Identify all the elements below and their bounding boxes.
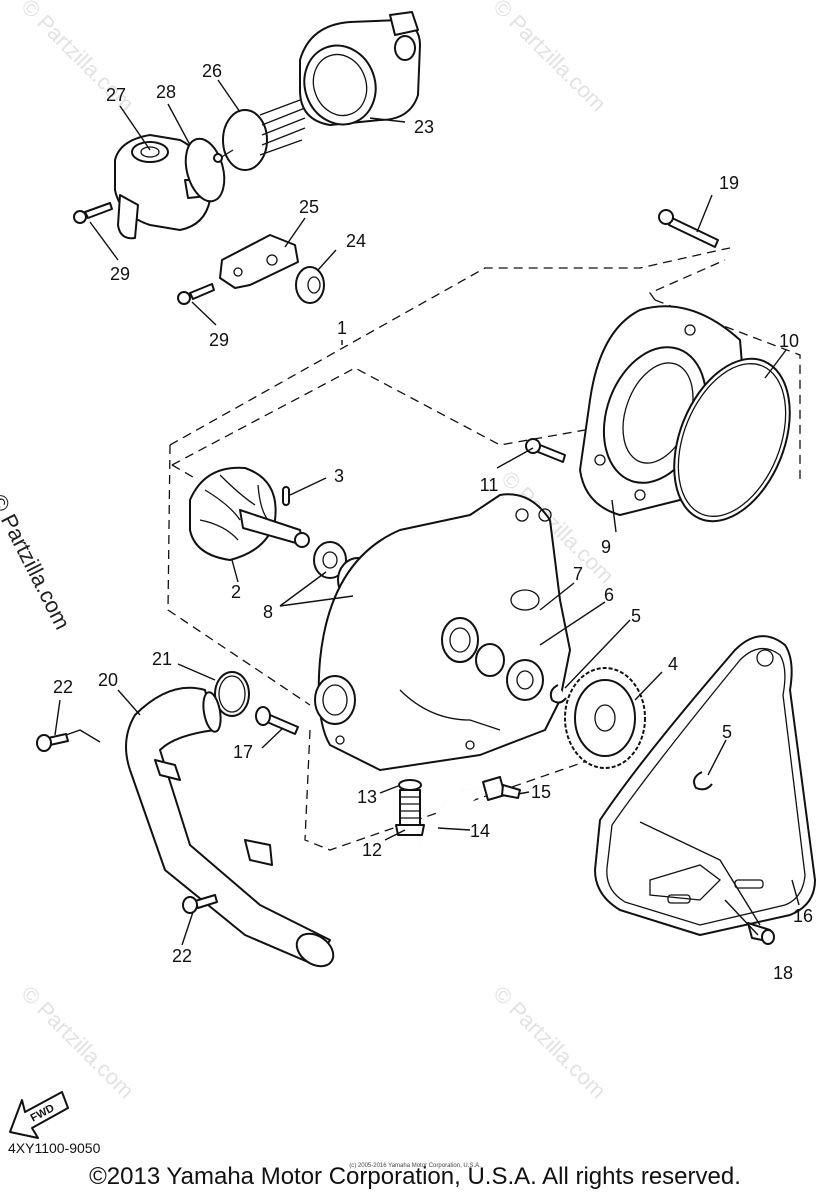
callout-13: 13 <box>357 787 377 807</box>
o-ring-21 <box>214 671 250 717</box>
callout-27: 27 <box>106 85 126 105</box>
water-pipe-20 <box>125 686 335 968</box>
bolt-22-lower <box>182 894 218 914</box>
callout-23: 23 <box>414 117 434 137</box>
copyright-notice: ©2013 Yamaha Motor Corporation, U.S.A. A… <box>89 1163 741 1190</box>
callout-25: 25 <box>299 197 319 217</box>
leader-lines <box>54 79 800 946</box>
watermark-top-right: © Partzilla.com <box>488 0 611 116</box>
small-credit: (c) 2005-2016 Yamaha Motor Corporation, … <box>349 1163 481 1169</box>
circlip-5-upper <box>549 684 567 704</box>
bolt-19 <box>658 209 719 248</box>
bolt-11 <box>525 438 566 463</box>
callout-8: 8 <box>263 602 273 622</box>
bolt-17 <box>255 706 299 735</box>
callout-22b: 22 <box>172 946 192 966</box>
callout-5a: 5 <box>631 606 641 626</box>
callout-17: 17 <box>233 742 253 762</box>
callout-20: 20 <box>98 670 118 690</box>
callout-11: 11 <box>480 475 499 495</box>
callout-6: 6 <box>604 585 614 605</box>
callout-29a: 29 <box>110 264 130 284</box>
callout-3: 3 <box>334 466 344 486</box>
callout-26: 26 <box>202 61 222 81</box>
pin-3 <box>282 486 290 506</box>
callout-10: 10 <box>779 331 799 351</box>
fwd-arrow: FWD <box>9 1091 69 1139</box>
circlip-5-lower <box>693 771 713 791</box>
bolt-29-upper <box>73 202 113 224</box>
diagram-code: 4XY1100-9050 <box>8 1140 101 1156</box>
thermostat-26 <box>213 99 306 171</box>
callout-19: 19 <box>719 173 739 193</box>
callout-21: 21 <box>152 649 172 669</box>
callout-5b: 5 <box>722 722 732 742</box>
callout-18: 18 <box>773 963 793 983</box>
watermark-bottom-right: © Partzilla.com <box>488 981 611 1104</box>
callout-labels: 1 2 3 4 5 5 6 7 8 9 10 11 12 13 14 15 16… <box>53 61 813 983</box>
bolt-29-lower <box>177 283 215 305</box>
bracket-25 <box>219 234 299 289</box>
callout-4: 4 <box>668 654 678 674</box>
callout-15: 15 <box>531 782 551 802</box>
drain-bolt-12 <box>395 789 425 836</box>
callout-14: 14 <box>470 821 490 841</box>
watermark-bottom-left: © Partzilla.com <box>16 981 139 1104</box>
callout-9: 9 <box>601 537 611 557</box>
callout-24: 24 <box>346 231 366 251</box>
callout-1: 1 <box>337 318 347 338</box>
thermostat-housing-23 <box>299 11 421 126</box>
impeller-2 <box>189 466 310 561</box>
callout-12: 12 <box>362 840 382 860</box>
drive-gear-4 <box>564 667 646 769</box>
callout-22a: 22 <box>53 677 73 697</box>
bolt-22-upper <box>36 733 69 752</box>
fitting-15 <box>482 776 521 801</box>
assembly-1-outline <box>167 247 731 851</box>
hose-14 <box>413 786 487 857</box>
callout-29b: 29 <box>209 330 229 350</box>
washer-13 <box>398 779 422 791</box>
callout-28: 28 <box>156 82 176 102</box>
sub-assembly-outline <box>171 299 801 491</box>
callout-2: 2 <box>231 582 241 602</box>
callout-16: 16 <box>793 906 813 926</box>
callout-7: 7 <box>573 564 583 584</box>
damper-24 <box>295 266 325 304</box>
dowel-18 <box>747 922 775 945</box>
pump-housing <box>314 493 571 771</box>
o-ring-10 <box>673 357 791 523</box>
